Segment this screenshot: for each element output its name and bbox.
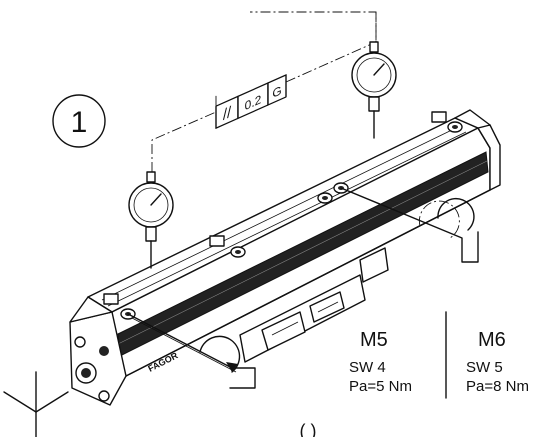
- tolerance-frame: // 0.2 G: [215, 74, 287, 129]
- thread-m6: M6: [478, 329, 506, 351]
- torque-m6: Pa=8 Nm: [466, 378, 529, 395]
- torque-m5: Pa=5 Nm: [349, 378, 412, 395]
- thread-m5: M5: [360, 329, 388, 351]
- spec-m5: M5 SW 4 Pa=5 Nm: [349, 329, 412, 395]
- wrench-m6: SW 5: [466, 359, 503, 376]
- dial-indicator-right: [351, 41, 397, 139]
- dial-indicator-left: [128, 171, 174, 269]
- spec-m6: M6 SW 5 Pa=8 Nm: [466, 329, 529, 395]
- axis-symbol: [3, 371, 69, 437]
- bottom-mark: ( ): [300, 421, 317, 437]
- allen-key-rear: [340, 187, 479, 263]
- linear-scale-body: FAGOR: [69, 109, 501, 406]
- screw-spec-table: M5 SW 4 Pa=5 Nm M6 SW 5 Pa=8 Nm: [349, 311, 529, 399]
- wrench-m5: SW 4: [349, 359, 386, 376]
- datum-letter: G: [272, 83, 281, 101]
- parallelism-symbol: //: [223, 104, 232, 124]
- step-marker: 1: [52, 94, 106, 148]
- tolerance-leaders: [151, 11, 377, 172]
- allen-key-front: [127, 313, 256, 389]
- step-number: 1: [71, 106, 88, 139]
